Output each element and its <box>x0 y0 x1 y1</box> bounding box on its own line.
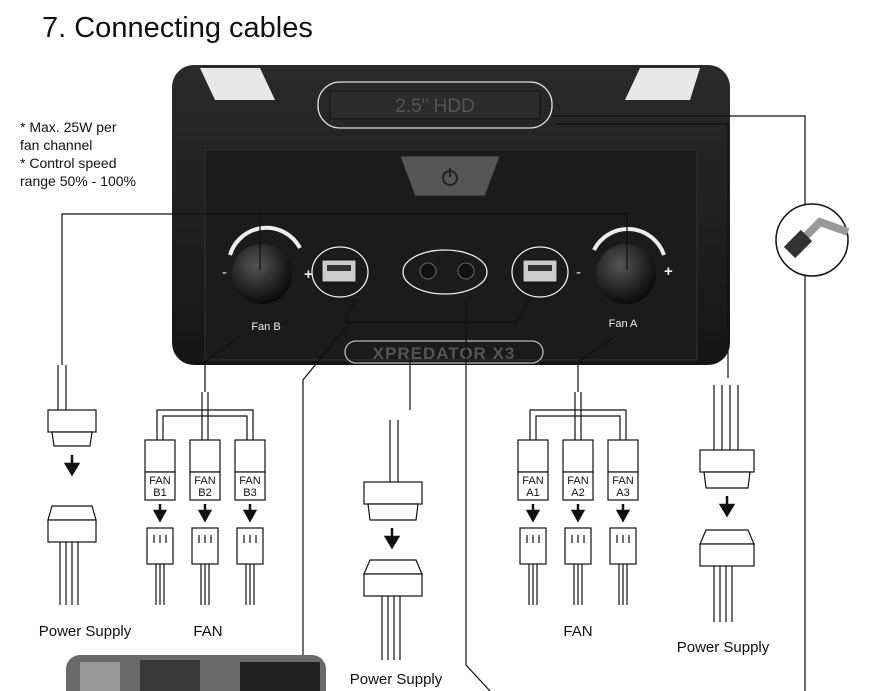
plus-label: + <box>664 263 673 280</box>
fan-connector-label: B1 <box>153 487 166 499</box>
usb-port-left <box>311 246 369 298</box>
fan-connector-label-box <box>189 471 221 501</box>
fan-connector-label: FAN <box>194 475 215 487</box>
fan-wires <box>200 564 210 605</box>
fan-a-label: Fan A <box>609 318 638 330</box>
power-supply-label: Power Supply <box>350 671 443 688</box>
fan-header-plug <box>607 439 639 473</box>
arrow-down-icon <box>570 504 586 523</box>
panel-highlight <box>625 68 700 100</box>
panel-highlight <box>200 68 275 100</box>
microphone-jack <box>419 262 437 280</box>
fan-plug <box>519 527 547 565</box>
fan-plug <box>236 527 264 565</box>
fan-header-plug <box>562 439 594 473</box>
front-panel: 2.5" HDD - + Fan B - + Fan A <box>172 65 730 365</box>
arrow-down-icon <box>242 504 258 523</box>
note-line: fan channel <box>20 137 93 153</box>
fan-wires <box>618 564 628 605</box>
fan-connector-label: FAN <box>149 475 170 487</box>
arrow-down-icon <box>718 496 736 518</box>
fan-plug <box>564 527 592 565</box>
fan-wires <box>573 564 583 605</box>
fan-connector-label-box <box>607 471 639 501</box>
fan-connector-label-box <box>517 471 549 501</box>
fan-connector-label: A1 <box>526 487 539 499</box>
fan-connector-label-box <box>144 471 176 501</box>
audio-jacks <box>402 249 488 295</box>
fan-plug <box>146 527 174 565</box>
minus-label: - <box>222 264 227 281</box>
fan-plug-pins <box>153 535 167 543</box>
fan-header-plug <box>189 439 221 473</box>
fan-b-group-label: FAN <box>193 623 222 640</box>
minus-label: - <box>576 264 581 281</box>
fan-connector-label: FAN <box>567 475 588 487</box>
fan-connector-label: A3 <box>616 487 629 499</box>
fan-plug-pins <box>243 535 257 543</box>
arrow-down-icon <box>615 504 631 523</box>
fan-connector-label: FAN <box>522 475 543 487</box>
fan-a-knob: - + Fan A <box>576 227 673 330</box>
fan-connector-label-box <box>562 471 594 501</box>
fan-plug-pins <box>616 535 630 543</box>
fan-b-label: Fan B <box>251 321 280 333</box>
fan-connector-label: FAN <box>612 475 633 487</box>
arrow-down-icon <box>63 455 81 477</box>
hdd-slot: 2.5" HDD <box>317 81 553 129</box>
note-line: range 50% - 100% <box>20 173 136 189</box>
brand-logo: XPREDATOR X3 <box>373 344 516 363</box>
fan-plug <box>609 527 637 565</box>
power-supply-label: Power Supply <box>677 639 770 656</box>
plus-label: + <box>304 266 313 283</box>
fan-plug <box>191 527 219 565</box>
usb-port-right <box>511 246 569 298</box>
splitter-branch <box>156 409 254 440</box>
fan-b-knob: - + Fan B <box>222 225 313 333</box>
fan-connector-label: FAN <box>239 475 260 487</box>
sata-connector-icon <box>775 203 850 277</box>
right-power-connector: Power Supply <box>677 385 770 656</box>
fan-header-plug <box>234 439 266 473</box>
fan-plug-pins <box>526 535 540 543</box>
fan-connector-label: A2 <box>571 487 584 499</box>
center-power-connector: Power Supply <box>350 420 443 688</box>
fan-connector-label: B3 <box>243 487 256 499</box>
motherboard-photo <box>66 655 326 691</box>
fan-wires <box>245 564 255 605</box>
left-power-connector: Power Supply <box>39 365 132 640</box>
note-line: * Control speed <box>20 155 117 171</box>
fan-header-plug <box>144 439 176 473</box>
leader-lines <box>61 115 806 691</box>
fan-header-plug <box>517 439 549 473</box>
splitter-branch <box>529 409 627 440</box>
arrow-down-icon <box>197 504 213 523</box>
fan-connector-label-box <box>234 471 266 501</box>
power-supply-label: Power Supply <box>39 623 132 640</box>
fan-plug-pins <box>198 535 212 543</box>
fan-a-group-label: FAN <box>563 623 592 640</box>
arrow-down-icon <box>525 504 541 523</box>
fan-channel-notes: * Max. 25W per fan channel * Control spe… <box>20 118 136 190</box>
page-title: 7. Connecting cables <box>42 12 313 44</box>
fan-connector-label: B2 <box>198 487 211 499</box>
arrow-down-icon <box>152 504 168 523</box>
power-button <box>399 155 501 197</box>
fan-plug-pins <box>571 535 585 543</box>
note-line: * Max. 25W per <box>20 119 117 135</box>
fan-wires <box>155 564 165 605</box>
headphone-jack <box>457 262 475 280</box>
fan-wires <box>528 564 538 605</box>
hdd-label: 2.5" HDD <box>395 96 475 117</box>
arrow-down-icon <box>383 528 401 550</box>
